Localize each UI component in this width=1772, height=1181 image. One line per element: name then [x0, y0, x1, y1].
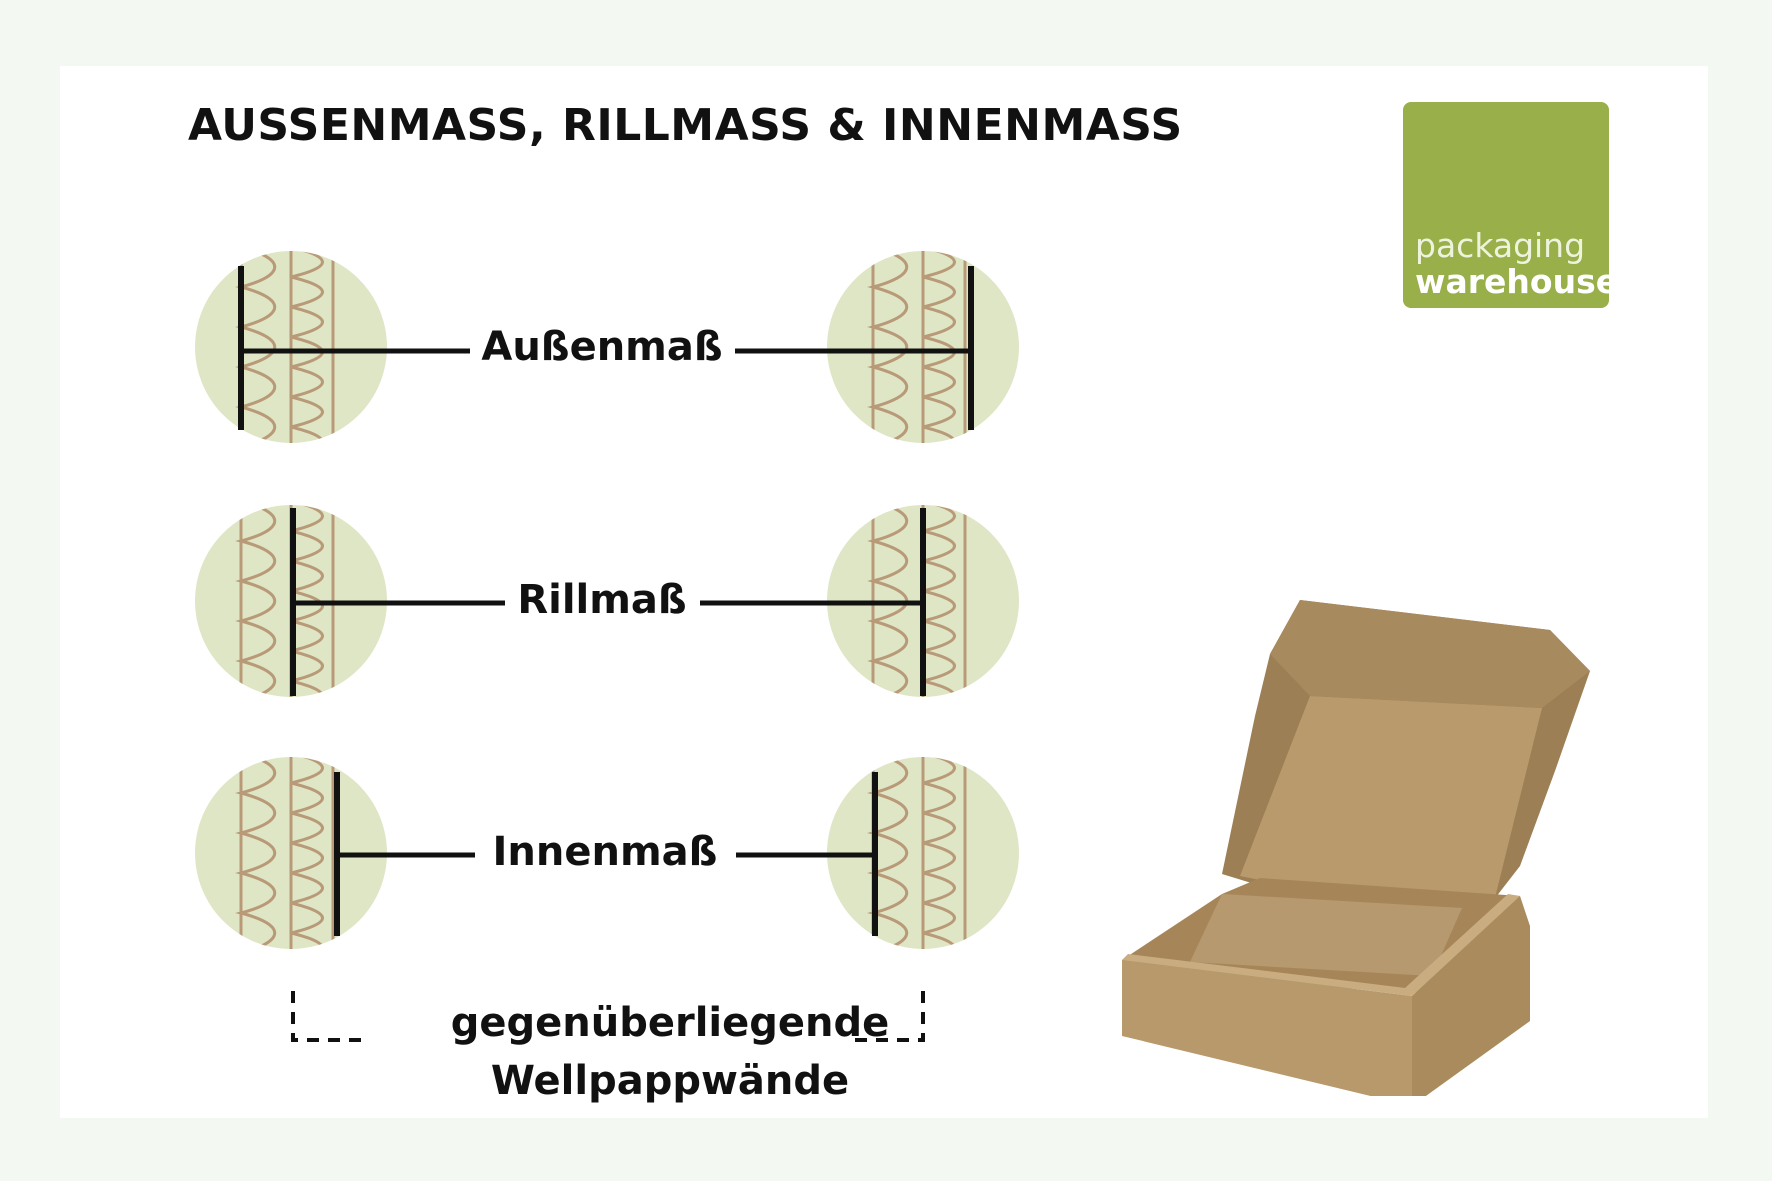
- row-rillmass: [195, 491, 1019, 711]
- row-aussenmass: [195, 237, 1019, 457]
- bracket-left: [291, 991, 364, 1042]
- infographic-card: AUSSENMASS, RILLMASS & INNENMASS packagi…: [60, 66, 1708, 1118]
- packaging-warehouse-logo: packaging warehouse: [1403, 102, 1618, 308]
- open-cardboard-box-image: [1122, 600, 1590, 1096]
- footer-label: gegenüberliegende Wellpappwände: [380, 994, 960, 1110]
- corrugated-wall-left-1: [195, 237, 387, 457]
- row-innenmass: [195, 743, 1019, 963]
- footer-line-2: Wellpappwände: [490, 1058, 850, 1104]
- measurement-diagram: [60, 66, 1708, 1042]
- logo-text-warehouse: warehouse: [1415, 262, 1619, 301]
- label-aussenmass: Außenmaß: [481, 324, 723, 370]
- logo-text-packaging: packaging: [1415, 226, 1586, 265]
- label-rillmass: Rillmaß: [517, 577, 687, 623]
- page-title: AUSSENMASS, RILLMASS & INNENMASS: [188, 100, 1183, 151]
- footer-line-1: gegenüberliegende: [450, 1000, 890, 1046]
- label-innenmass: Innenmaß: [492, 829, 718, 875]
- bracket-right: [850, 991, 925, 1042]
- corrugated-wall-right-1: [827, 237, 1019, 457]
